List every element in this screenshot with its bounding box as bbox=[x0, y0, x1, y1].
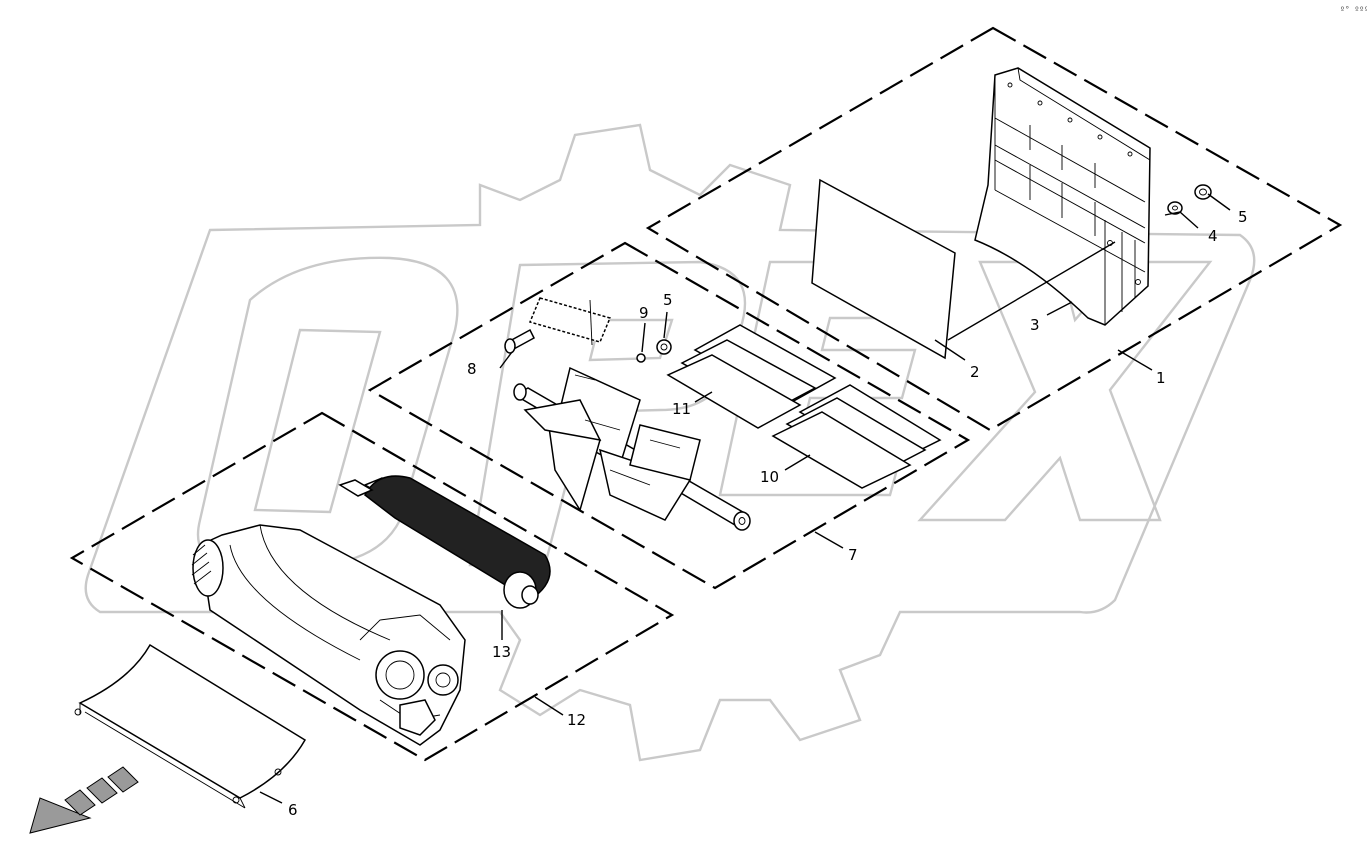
callout-8: 8 bbox=[467, 360, 477, 378]
corner-mark: º° ººº bbox=[1340, 5, 1367, 14]
callout-5-middle: 5 bbox=[663, 291, 673, 309]
leader-lines bbox=[259, 193, 1231, 804]
callout-1: 1 bbox=[1156, 369, 1166, 387]
callout-10: 10 bbox=[760, 468, 779, 486]
callout-13: 13 bbox=[492, 643, 511, 661]
callout-labels: 1 2 3 4 5 5 6 7 8 9 10 11 12 13 bbox=[288, 208, 1248, 819]
direction-arrow-icon bbox=[29, 766, 139, 834]
callout-3: 3 bbox=[1030, 316, 1040, 334]
flat-plate bbox=[811, 178, 956, 360]
washer-upper bbox=[1167, 201, 1183, 215]
callout-11: 11 bbox=[672, 400, 691, 418]
callout-9: 9 bbox=[639, 304, 649, 322]
nut-upper bbox=[1194, 184, 1212, 200]
knife-plate-set-10 bbox=[771, 384, 942, 489]
callout-2: 2 bbox=[970, 363, 980, 381]
callout-12: 12 bbox=[567, 711, 586, 729]
screw bbox=[504, 328, 535, 354]
curved-cover bbox=[74, 643, 307, 809]
gearbox-housing bbox=[191, 524, 466, 746]
callout-4: 4 bbox=[1208, 227, 1218, 245]
knife-plate-set-11 bbox=[666, 324, 837, 429]
washer-middle bbox=[636, 353, 646, 363]
callout-6: 6 bbox=[288, 801, 298, 819]
assembly-boundary-7 bbox=[367, 241, 971, 590]
assembly-boundary-12 bbox=[69, 411, 675, 762]
assembly-boundary-1 bbox=[645, 26, 1343, 432]
watermark-gear-outline bbox=[84, 123, 1256, 762]
callout-7: 7 bbox=[848, 546, 858, 564]
watermark-letter-x bbox=[917, 260, 1213, 522]
roller bbox=[338, 475, 551, 609]
wear-plate-outline bbox=[528, 297, 612, 346]
nut-middle bbox=[656, 339, 672, 355]
frame-panel bbox=[974, 67, 1151, 326]
callout-5-upper: 5 bbox=[1238, 208, 1248, 226]
rotor-assembly bbox=[513, 366, 751, 531]
